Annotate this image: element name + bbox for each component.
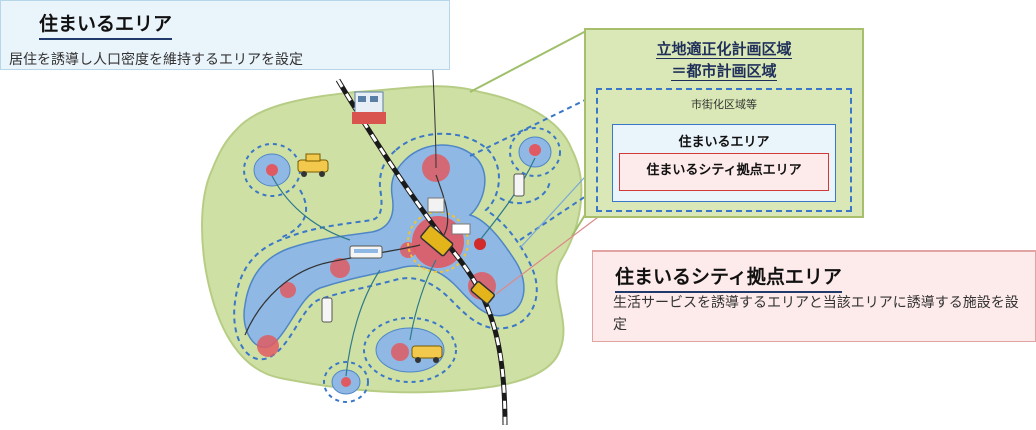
hub-circle	[391, 343, 409, 361]
city-hub-callout-description: 生活サービスを誘導するエリアと当該エリアに誘導する施設を設定	[613, 295, 1019, 333]
living-pocket-southwest-dash	[323, 361, 369, 403]
taxi-icon	[411, 345, 443, 363]
living-area-callout: 住まいるエリア 居住を誘導し人口密度を維持するエリアを設定	[0, 0, 450, 70]
hub-circle	[529, 144, 541, 156]
bus-icon	[349, 245, 383, 259]
connector-line	[469, 29, 589, 93]
railway-ties	[336, 79, 507, 426]
station-dot	[474, 238, 486, 250]
tram-icon	[420, 224, 454, 257]
legend-living-area: 住まいるエリア 住まいるシティ拠点エリア	[612, 124, 836, 202]
legend-title-line1: 立地適正化計画区域	[656, 40, 792, 59]
tram-icon	[470, 281, 495, 305]
bus-route	[244, 244, 421, 336]
legend-urban-area: 市街化区域等 住まいるエリア 住まいるシティ拠点エリア	[596, 88, 852, 212]
legend-urban-area-label: 市街化区域等	[691, 98, 757, 111]
hub-circle	[266, 164, 278, 176]
hub-circle	[257, 335, 279, 357]
living-area-dashed-outline	[233, 132, 538, 361]
central-hub-ring	[407, 211, 469, 273]
road-line	[345, 269, 381, 377]
outer-dashed-ring-west	[279, 189, 307, 239]
hub-circle	[400, 242, 416, 258]
planning-area-legend: 立地適正化計画区域 ＝都市計画区域 市街化区域等 住まいるエリア 住まいるシティ…	[584, 28, 864, 218]
hub-circle	[341, 377, 351, 387]
outer-dashed-ring-east	[499, 179, 551, 205]
living-area-callout-description: 居住を誘導し人口密度を維持するエリアを設定	[9, 52, 303, 68]
taxi-icon	[297, 153, 329, 177]
living-area-callout-title: 住まいるエリア	[39, 9, 173, 40]
road-line	[271, 175, 351, 241]
legend-living-area-label: 住まいるエリア	[678, 135, 770, 150]
legend-city-hub-area: 住まいるシティ拠点エリア	[619, 153, 829, 191]
bus-icon	[321, 297, 333, 323]
city-hub-callout: 住まいるシティ拠点エリア 生活サービスを誘導するエリアと当該エリアに誘導する施設…	[592, 250, 1036, 342]
road-line	[409, 259, 437, 341]
hub-circle	[280, 282, 296, 298]
station-building-icon	[352, 91, 386, 124]
living-pocket-northeast-dash	[509, 127, 561, 177]
living-pocket-south	[375, 327, 445, 373]
central-facility-icon	[427, 197, 471, 235]
living-pocket-south-dash	[363, 317, 457, 383]
road-line	[479, 157, 536, 241]
bus-icon	[513, 173, 525, 197]
hub-circle	[330, 258, 350, 278]
legend-title-line2: ＝都市計画区域	[671, 62, 777, 81]
city-hub-callout-title: 住まいるシティ拠点エリア	[615, 262, 842, 293]
living-area-main	[243, 144, 525, 348]
